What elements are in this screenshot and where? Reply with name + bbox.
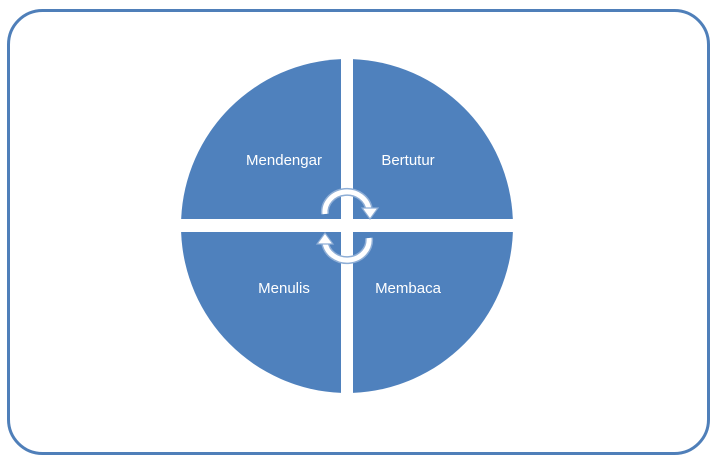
quadrant-label-mendengar: Mendengar [246,152,322,169]
quadrant-top-left [181,59,341,219]
quadrant-label-menulis: Menulis [258,280,310,297]
cycle-arrows-icon [315,187,380,265]
quadrant-bottom-left [181,232,341,393]
quadrant-label-membaca: Membaca [375,280,442,297]
quadrant-top-right [353,59,513,219]
quadrant-label-bertutur: Bertutur [381,152,434,169]
quadrant-bottom-right [353,232,513,393]
